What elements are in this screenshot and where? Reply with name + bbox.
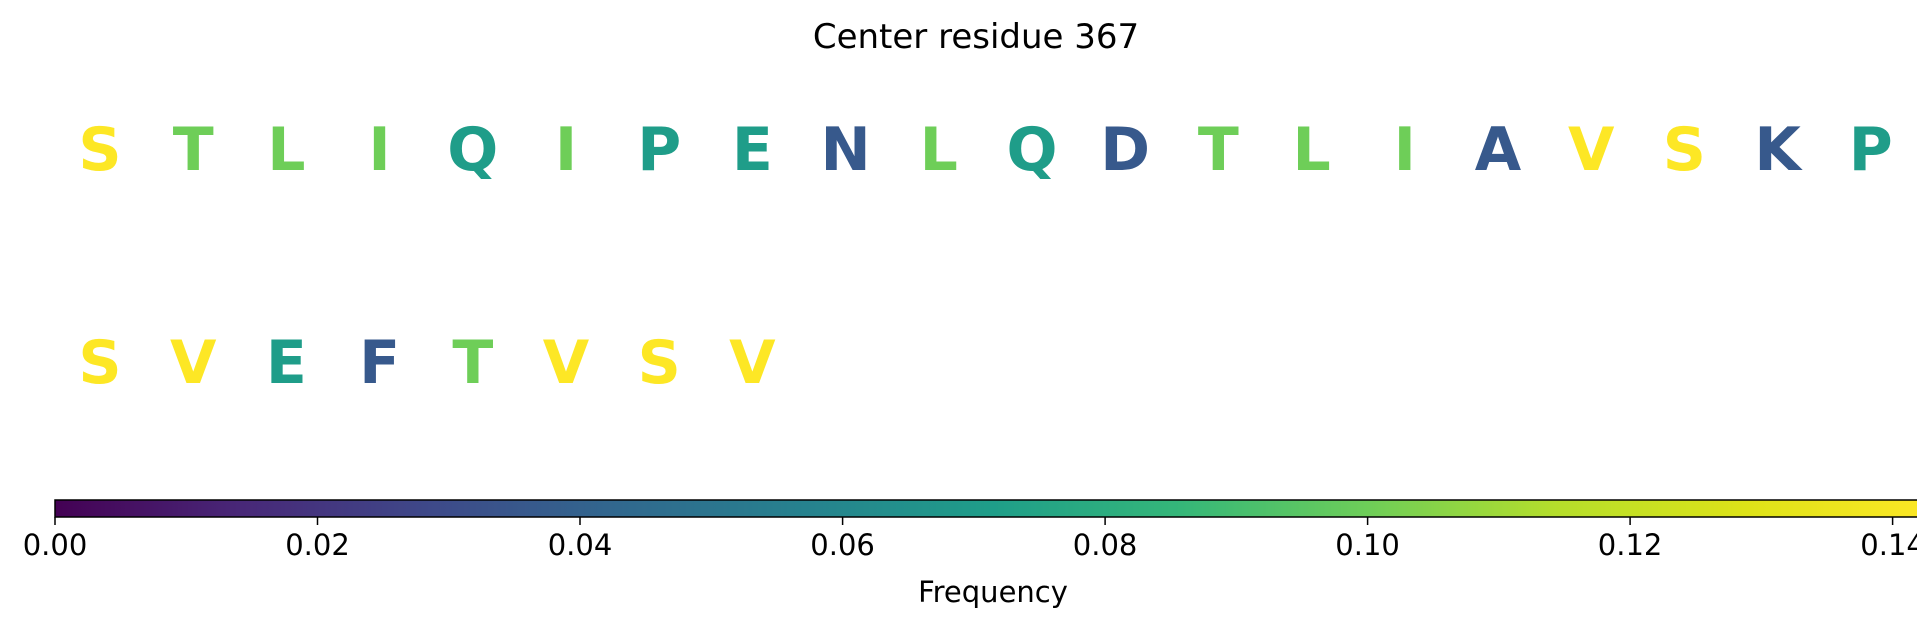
residue-letter: S [78,115,121,185]
residue-letter: V [1568,115,1615,185]
residue-letter: T [1198,115,1239,185]
residue-letter: S [638,328,681,398]
residue-letter: N [820,115,870,185]
residue-letter: T [452,328,493,398]
residue-letter: S [1663,115,1706,185]
colorbar-gradient [54,499,1917,518]
residue-letter: I [368,115,390,185]
residue-letter: D [1100,115,1150,185]
colorbar-tick-label: 0.02 [285,528,350,562]
residue-letter: T [173,115,214,185]
colorbar-tick-label: 0.06 [810,528,875,562]
residue-letter: Q [1006,115,1057,185]
residue-letter: L [920,115,958,185]
residue-letter: P [1849,115,1893,185]
colorbar-tick-label: 0.04 [548,528,613,562]
chart-title: Center residue 367 [813,17,1139,57]
colorbar-tick-label: 0.12 [1598,528,1663,562]
residue-letter: V [170,328,217,398]
residue-letter: P [637,115,681,185]
residue-letter: I [555,115,577,185]
residue-letter: E [732,115,773,185]
colorbar-tick-label: 0.14 [1860,528,1917,562]
residue-letter: L [1292,115,1330,185]
residue-letter: V [543,328,590,398]
residue-letter: F [359,328,400,398]
colorbar-tick-label: 0.08 [1073,528,1138,562]
residue-letter: Q [447,115,498,185]
colorbar-tick-label: 0.10 [1335,528,1400,562]
colorbar-label: Frequency [918,575,1068,609]
residue-letter: K [1754,115,1803,185]
colorbar-tick-label: 0.00 [23,528,88,562]
colorbar-ticks: 0.00 0.02 0.04 0.06 0.08 0.10 0.12 0.14 [23,517,1917,562]
residue-letter: E [266,328,307,398]
residue-letter: S [78,328,121,398]
residue-letter: I [1394,115,1416,185]
residue-letter: V [729,328,776,398]
residue-letter: A [1475,115,1522,185]
colorbar: 0.00 0.02 0.04 0.06 0.08 0.10 0.12 0.14 Frequen… [23,499,1917,609]
residue-letter: L [267,115,305,185]
